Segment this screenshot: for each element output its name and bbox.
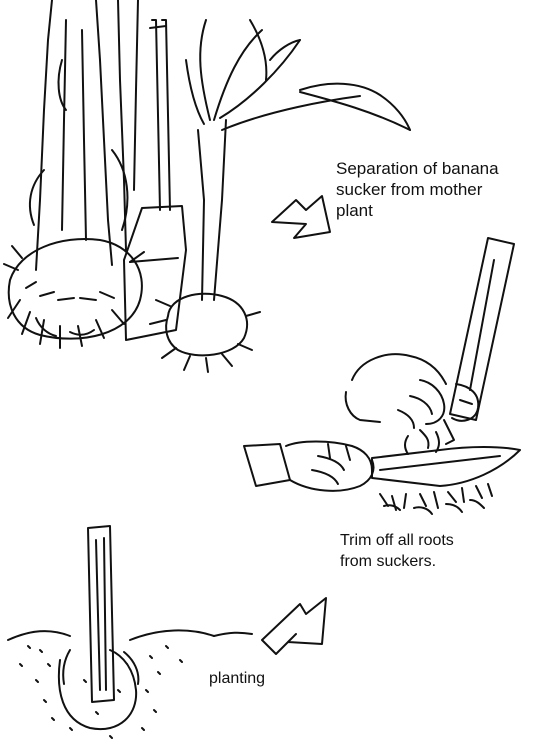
mother-plant-drawing (4, 0, 144, 348)
trimming-drawing (244, 238, 520, 514)
caption-trim-roots: Trim off all roots from suckers. (340, 530, 540, 572)
caption-separation: Separation of banana sucker from mother … (336, 158, 548, 221)
arrow-2 (262, 598, 326, 654)
arrow-1 (272, 196, 330, 238)
caption-planting: planting (209, 668, 329, 689)
planting-drawing (8, 526, 252, 738)
